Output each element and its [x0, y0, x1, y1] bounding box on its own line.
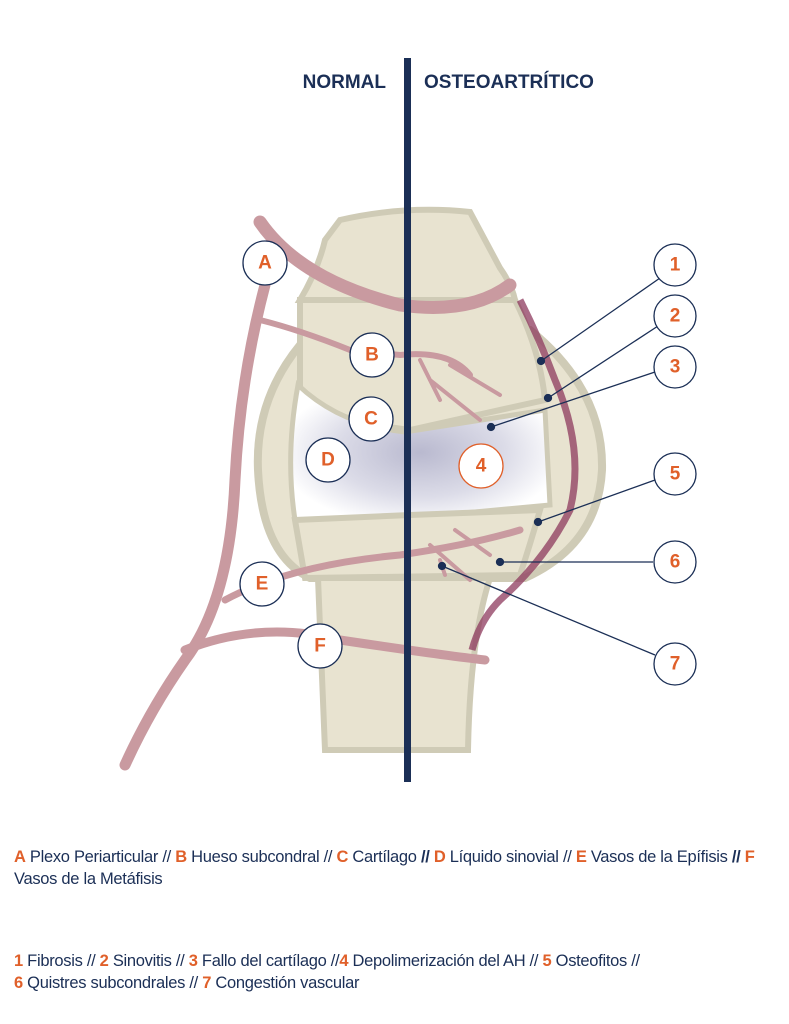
label-4: 4 — [476, 456, 487, 477]
legend-text: Hueso subcondral // — [186, 848, 337, 866]
legend-key: 5 — [542, 952, 552, 970]
legend-key: 1 — [14, 952, 23, 970]
legend-key: D — [433, 848, 446, 866]
header-osteoarthritic: OSTEOARTRÍTICO — [424, 71, 594, 93]
label-7-circle — [653, 642, 697, 686]
label-6: 6 — [670, 552, 681, 573]
legend-text: Plexo Periarticular // — [25, 848, 176, 866]
label-1-circle — [653, 243, 697, 287]
label-c-circle — [348, 396, 394, 442]
legend-key: A — [14, 848, 26, 866]
label-5: 5 — [670, 464, 681, 485]
legend-text: Sinovitis // — [108, 952, 189, 970]
legend-text: Fibrosis // — [22, 952, 100, 970]
label-a-circle — [242, 240, 288, 286]
legend-key: 7 — [202, 974, 212, 992]
leader-lines — [437, 277, 661, 656]
header-normal: NORMAL — [303, 72, 387, 93]
label-e-circle — [239, 561, 285, 607]
legend-separator: // — [420, 848, 430, 866]
label-2-circle — [653, 294, 697, 338]
legend-key: 3 — [188, 952, 198, 970]
label-b-circle — [349, 332, 395, 378]
label-a: A — [258, 253, 272, 274]
legend-text: Quistres subcondrales // — [22, 974, 203, 992]
legend-key: 4 — [339, 952, 349, 970]
legend-key: B — [175, 848, 187, 866]
label-c: C — [364, 409, 378, 430]
label-7: 7 — [670, 654, 681, 675]
legend-key: E — [575, 848, 587, 866]
label-e: E — [256, 574, 269, 595]
label-3-circle — [653, 345, 697, 389]
legend-key: C — [336, 848, 349, 866]
label-f-circle — [297, 623, 343, 669]
legend-key: 2 — [99, 952, 109, 970]
label-6-circle — [653, 540, 697, 584]
divider-line — [404, 58, 411, 782]
joint-diagram: NORMAL OSTEOARTRÍTICO A B C D E F 1 2 3 … — [119, 58, 697, 782]
label-1: 1 — [670, 255, 681, 276]
legend-text: Vasos de la Epífisis — [586, 848, 732, 866]
legend-text: Vasos de la Metáfisis — [14, 870, 163, 888]
legend-text: Líquido sinovial // — [445, 848, 576, 866]
legend-normal: A Plexo Periarticular // B Hueso subcond… — [14, 846, 784, 890]
legend-text: Depolimerización del AH // — [348, 952, 543, 970]
legend-text: Cartílago — [348, 848, 421, 866]
label-2: 2 — [670, 306, 681, 327]
label-f: F — [314, 636, 326, 657]
label-3: 3 — [670, 357, 681, 378]
label-4-circle — [458, 443, 504, 489]
legend-key: F — [744, 848, 755, 866]
legend-text: Fallo del cartílago // — [197, 952, 340, 970]
label-b: B — [365, 345, 379, 366]
legend-key: 6 — [14, 974, 23, 992]
legend-osteoarthritic: 1 Fibrosis // 2 Sinovitis // 3 Fallo del… — [14, 950, 784, 994]
legend-text: Osteofitos // — [551, 952, 640, 970]
label-5-circle — [653, 452, 697, 496]
legend-separator: // — [731, 848, 741, 866]
label-d: D — [321, 450, 335, 471]
label-d-circle — [305, 437, 351, 483]
legend-text: Congestión vascular — [211, 974, 360, 992]
